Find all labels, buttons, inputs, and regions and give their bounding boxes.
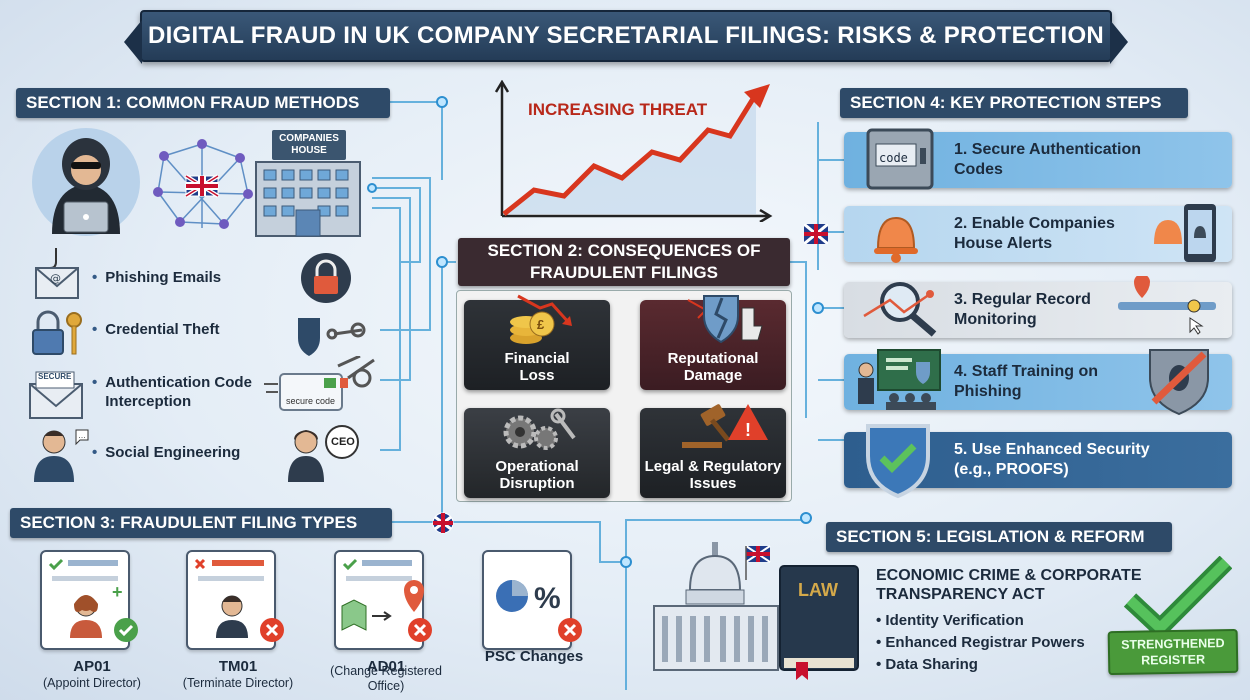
uk-flag-icon	[432, 512, 454, 534]
section3-heading: SECTION 3: FRAUDULENT FILING TYPES	[10, 508, 392, 538]
doc-tm01-desc: (Terminate Director)	[182, 676, 294, 690]
svg-text:%: %	[534, 582, 561, 615]
section5-heading: SECTION 5: LEGISLATION & REFORM	[826, 522, 1172, 552]
doc-ap01-desc: (Appoint Director)	[43, 676, 141, 690]
no-phishing-shield-icon	[1149, 349, 1209, 416]
card-label: Reputational Damage	[667, 349, 759, 384]
gears-icon	[503, 408, 576, 450]
lock-key-icon	[32, 310, 82, 355]
terminate-director-icon	[194, 558, 284, 642]
section3-heading-text: SECTION 3: FRAUDULENT FILING TYPES	[20, 513, 358, 532]
reform-item-label: Enhanced Registrar Powers	[885, 634, 1085, 651]
step-label: 3. Regular Record Monitoring	[954, 291, 1091, 328]
padlock-icon	[301, 253, 351, 303]
step-label: 5. Use Enhanced Security (e.g., PROOFS)	[954, 441, 1150, 478]
law-book-icon	[779, 565, 859, 680]
method-phishing: •Phishing Emails	[92, 269, 222, 286]
change-office-icon	[341, 558, 432, 642]
threat-label: INCREASING THREAT	[528, 100, 708, 119]
gavel-warning-icon: !	[682, 404, 768, 448]
safe-icon	[866, 128, 934, 190]
svg-text:!: !	[745, 420, 751, 440]
act-title: ECONOMIC CRIME & CORPORATE TRANSPARENCY …	[876, 567, 1142, 604]
step-label: 4. Staff Training on Phishing	[954, 363, 1099, 400]
ceo-label: CEO	[331, 436, 355, 448]
phone-alert-icon	[1154, 204, 1216, 262]
network-globe-icon	[153, 139, 253, 229]
method-label: Authentication Code Interception	[105, 374, 252, 410]
phone-person-icon: …	[34, 429, 89, 482]
step-label: 1. Secure Authentication Codes	[954, 141, 1141, 178]
safe-code-label: code	[879, 151, 908, 165]
method-label: Credential Theft	[105, 321, 220, 338]
method-label: Phishing Emails	[105, 269, 222, 286]
method-label: Social Engineering	[105, 444, 241, 461]
title-banner: DIGITAL FRAUD IN UK COMPANY SECRETARIAL …	[124, 10, 1128, 64]
code-card-icon	[264, 356, 375, 411]
magnifier-icon	[863, 282, 937, 337]
reform-item-3: • Data Sharing	[876, 656, 978, 673]
stamp-label: STRENGTHENED REGISTER	[1120, 636, 1225, 668]
envelope-label: SECURE	[38, 372, 72, 381]
companies-house-label: COMPANIES HOUSE	[279, 133, 339, 156]
threat-chart-icon	[494, 80, 773, 222]
svg-text:+: +	[112, 582, 123, 602]
card-legal-regulatory: Legal & Regulatory Issues	[640, 408, 786, 498]
secure-envelope-icon	[29, 371, 83, 419]
reform-item-label: Data Sharing	[885, 656, 978, 673]
svg-text:@: @	[50, 272, 61, 285]
doc-ap01-code: AP01	[73, 658, 111, 675]
card-operational-disruption: Operational Disruption	[464, 408, 610, 498]
checkmark-icon	[1123, 556, 1232, 636]
method-credential-theft: •Credential Theft	[92, 321, 220, 338]
strengthened-register-stamp: STRENGTHENED REGISTER	[1107, 628, 1239, 676]
shield-key-icon	[298, 318, 366, 356]
svg-text:…: …	[78, 431, 86, 440]
hacker-icon	[32, 128, 140, 236]
section1-heading-text: SECTION 1: COMMON FRAUD METHODS	[26, 93, 360, 112]
companies-house-sign: COMPANIES HOUSE	[272, 130, 346, 160]
bell-icon	[874, 216, 918, 263]
law-book-label: LAW	[798, 580, 838, 600]
reform-item-1: • Identity Verification	[876, 612, 1024, 629]
broken-shield-icon	[687, 295, 763, 344]
phishing-email-icon: @	[35, 248, 79, 299]
secure-code-label: secure code	[286, 396, 336, 406]
method-auth-code-interception: •Authentication Code Interception	[92, 373, 273, 411]
appoint-director-icon: +	[48, 558, 138, 642]
building-icon	[255, 161, 361, 237]
step-label: 2. Enable Companies House Alerts	[954, 215, 1115, 252]
reform-item-label: Identity Verification	[885, 612, 1024, 629]
doc-tm01-code: TM01	[218, 658, 258, 675]
section5-heading-text: SECTION 5: LEGISLATION & REFORM	[836, 527, 1145, 546]
page-title: DIGITAL FRAUD IN UK COMPANY SECRETARIAL …	[147, 22, 1105, 49]
ceo-person-icon	[288, 425, 359, 482]
section4-heading-text: SECTION 4: KEY PROTECTION STEPS	[850, 93, 1162, 112]
card-label: Financial Loss	[504, 349, 570, 384]
psc-changes-icon: %	[496, 580, 582, 642]
timeline-icon	[1118, 276, 1216, 335]
card-label: Legal & Regulatory Issues	[644, 457, 782, 492]
section2-heading: SECTION 2: CONSEQUENCES OF FRAUDULENT FI…	[458, 238, 790, 286]
method-social-engineering: •Social Engineering	[92, 444, 241, 461]
section1-heading: SECTION 1: COMMON FRAUD METHODS	[16, 88, 390, 118]
svg-text:£: £	[537, 317, 545, 332]
training-board-icon	[858, 349, 941, 410]
card-label: Operational Disruption	[495, 457, 579, 492]
check-shield-icon	[866, 424, 930, 499]
doc-ad01-code: AD01	[366, 658, 406, 675]
coins-chart-icon: £	[510, 294, 572, 344]
doc-ad01-desc: (Change Registered Office)	[330, 664, 442, 693]
capitol-building-icon	[653, 542, 779, 671]
uk-flag-small-icon	[804, 224, 828, 244]
doc-psc-code: PSC Changes	[484, 648, 584, 665]
section2-heading-text: SECTION 2: CONSEQUENCES OF FRAUDULENT FI…	[487, 241, 761, 282]
reform-item-2: • Enhanced Registrar Powers	[876, 634, 1085, 651]
section4-heading: SECTION 4: KEY PROTECTION STEPS	[840, 88, 1188, 118]
